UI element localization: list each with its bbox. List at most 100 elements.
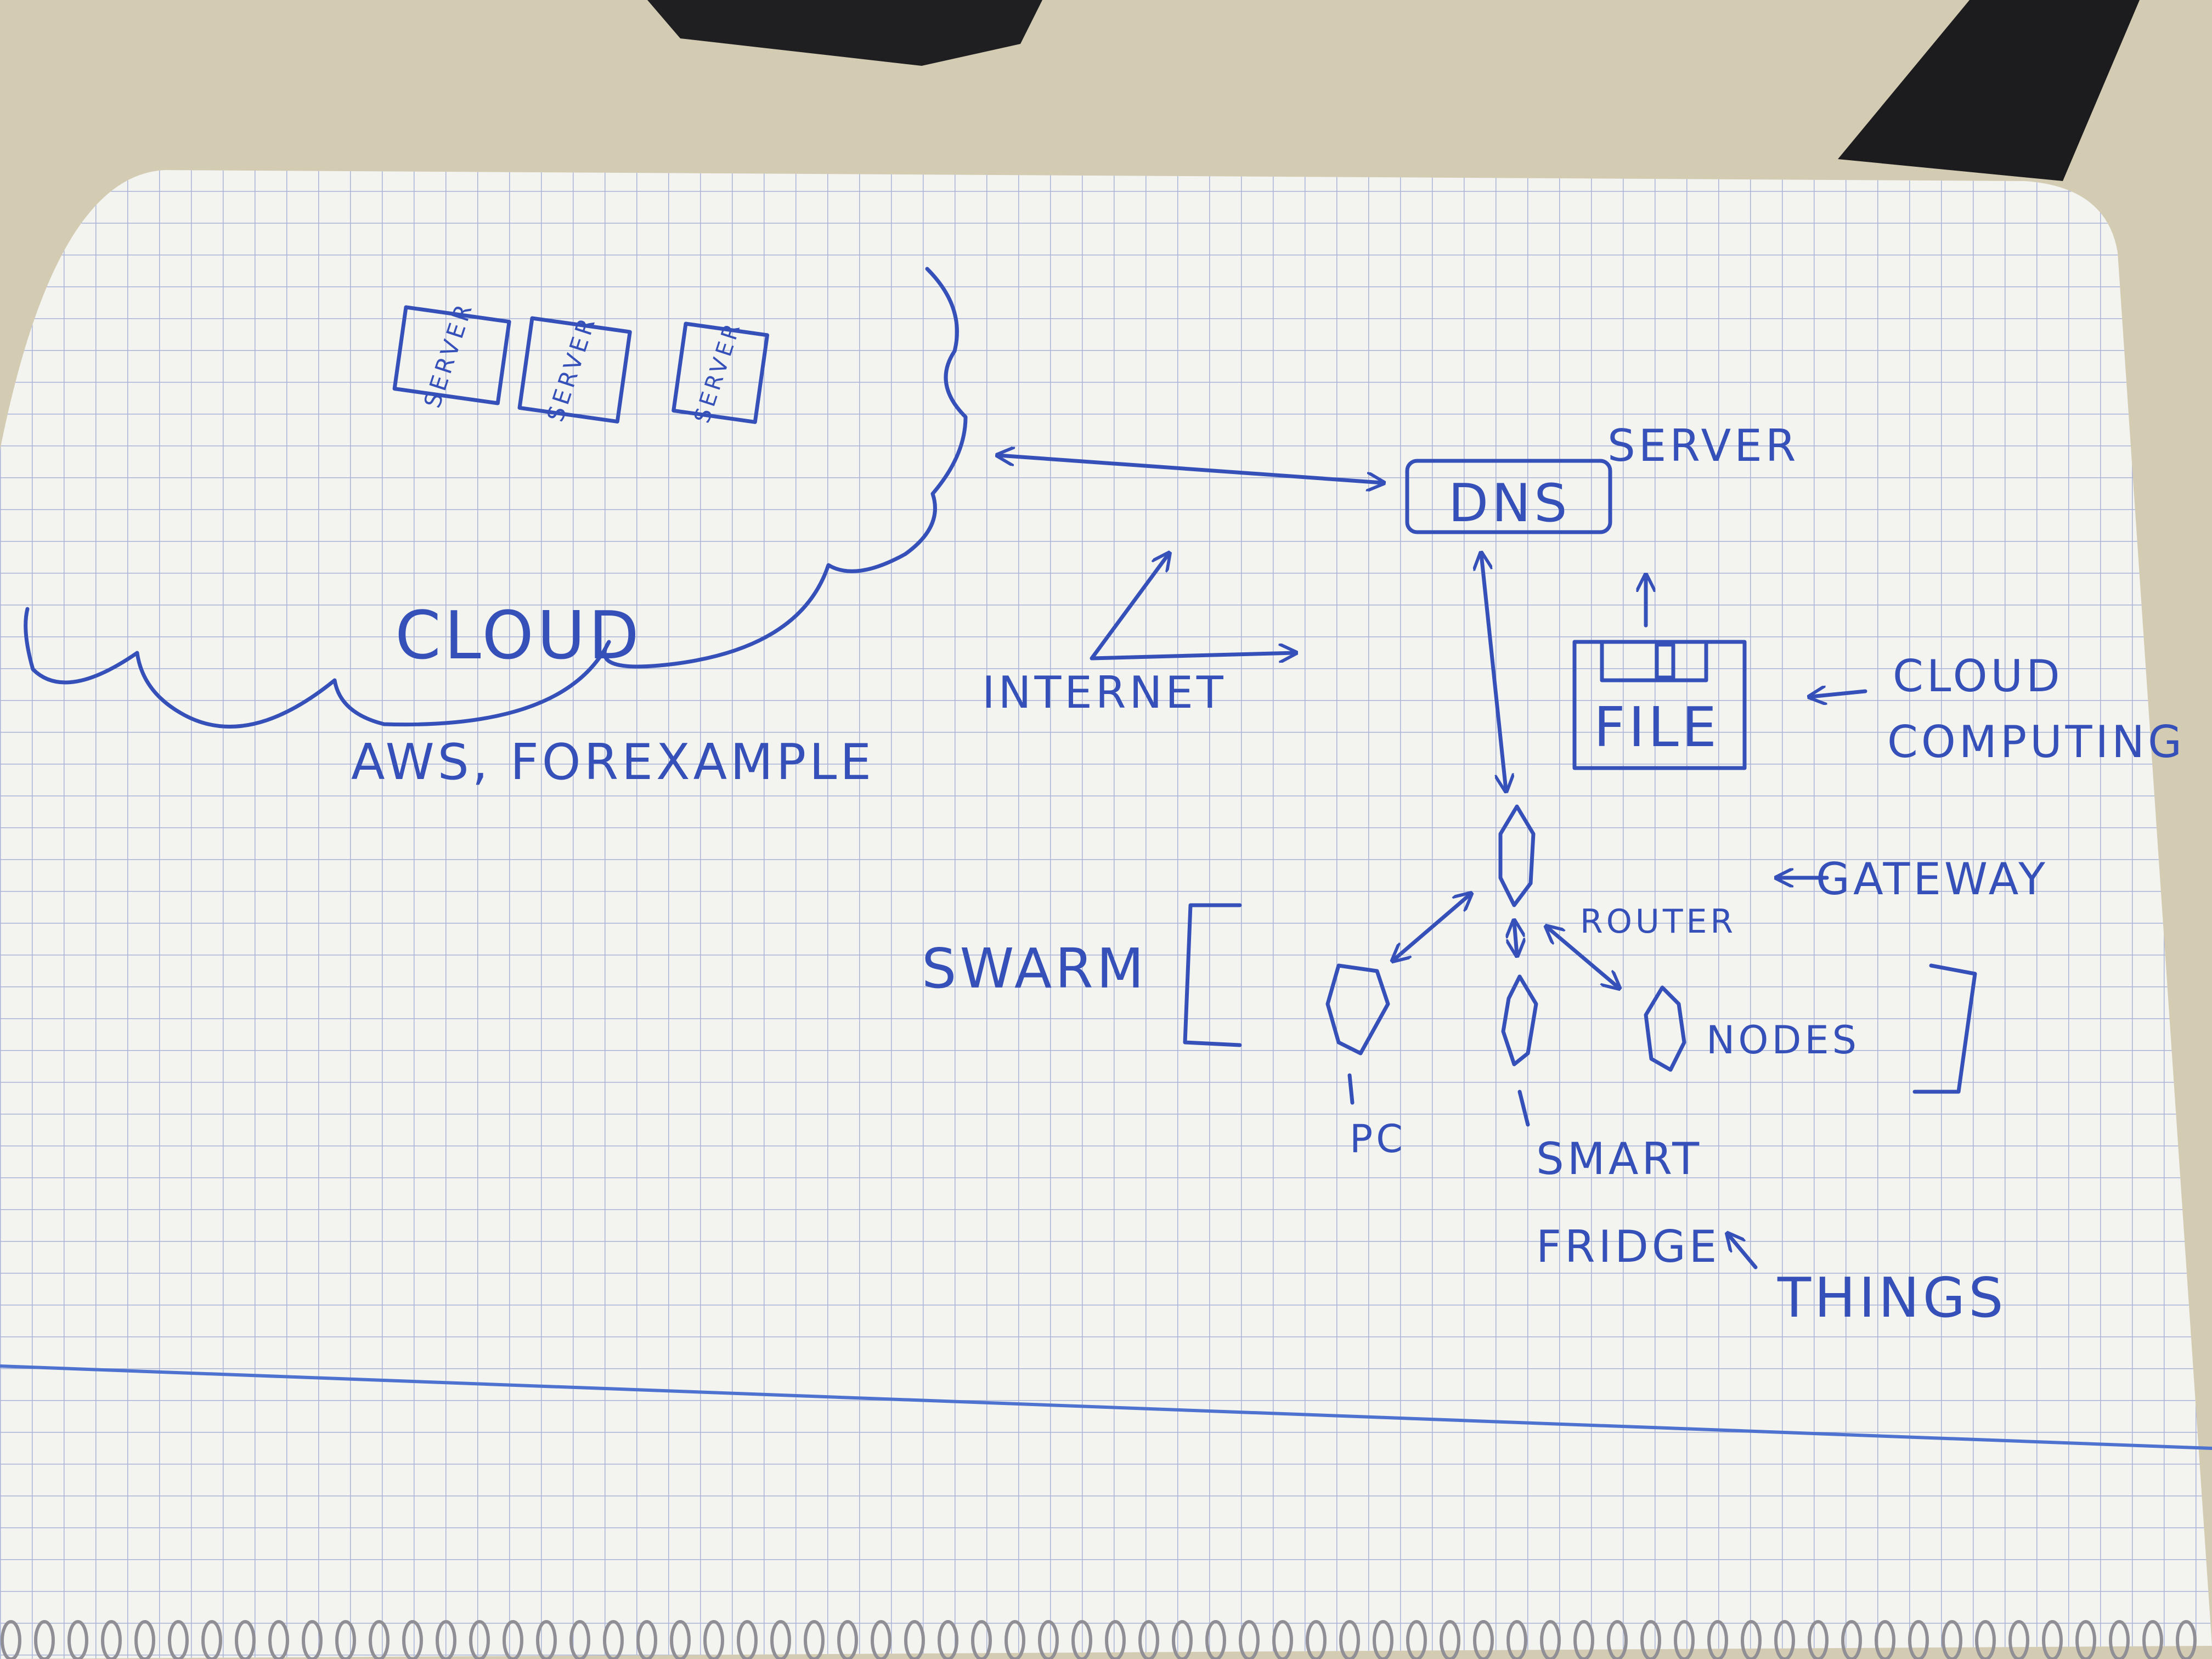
spiral-ring (1640, 1620, 1661, 1659)
pc-label: PC (1350, 1116, 1406, 1161)
gateway-label: GATEWAY (1816, 854, 2049, 905)
gateway-node-icon (1498, 804, 1536, 907)
spiral-ring (1573, 1620, 1594, 1659)
spiral-ring (67, 1620, 88, 1659)
spiral-ring (335, 1620, 356, 1659)
swarm-bracket-right (1912, 963, 1977, 1094)
spiral-binding (1, 1620, 2197, 1659)
cloud-dns-link (998, 455, 1383, 483)
cloud-caption: AWS, FOREXAMPLE (351, 733, 874, 791)
spiral-ring (235, 1620, 256, 1659)
spiral-ring (938, 1620, 958, 1659)
spiral-ring (670, 1620, 691, 1659)
cloud-label: CLOUD (395, 598, 642, 674)
file-label: FILE (1594, 695, 1720, 759)
page-margin-line (0, 1364, 2212, 1450)
router-label: ROUTER (1580, 902, 1736, 941)
spiral-ring (2075, 1620, 2096, 1659)
spiral-ring (1272, 1620, 1293, 1659)
spiral-ring (34, 1620, 55, 1659)
spiral-ring (302, 1620, 323, 1659)
spiral-ring (1841, 1620, 1862, 1659)
dns-box (1405, 459, 1612, 534)
spiral-ring (971, 1620, 992, 1659)
spiral-ring (636, 1620, 657, 1659)
cloud-computing-arrow (1810, 691, 1867, 697)
cloud-outline (24, 267, 968, 729)
spiral-ring (1005, 1620, 1025, 1659)
black-bar (1838, 0, 2140, 181)
spiral-ring (1105, 1620, 1126, 1659)
grid-paper (0, 170, 2212, 1659)
spiral-ring (1741, 1620, 1762, 1659)
spiral-ring (1172, 1620, 1193, 1659)
spiral-ring (1239, 1620, 1260, 1659)
spiral-ring (1373, 1620, 1393, 1659)
dns-server-annotation: SERVER (1607, 420, 1799, 471)
spiral-ring (804, 1620, 825, 1659)
fridge-label: FRIDGE (1536, 1221, 1720, 1272)
spiral-ring (1440, 1620, 1460, 1659)
spiral-ring (1808, 1620, 1829, 1659)
dns-label: DNS (1448, 473, 1571, 534)
spiral-ring (201, 1620, 222, 1659)
swarm-label: SWARM (922, 936, 1147, 1001)
spiral-ring (1975, 1620, 1996, 1659)
router-pc-link (1393, 894, 1470, 960)
nodes-label: NODES (1706, 1018, 1860, 1063)
spiral-ring (1942, 1620, 1962, 1659)
spiral-ring (737, 1620, 758, 1659)
spiral-ring (703, 1620, 724, 1659)
dns-gateway-link (1481, 554, 1506, 790)
pc-node-icon (1325, 963, 1390, 1056)
spiral-ring (503, 1620, 523, 1659)
spiral-ring (1875, 1620, 1895, 1659)
internet-axes-icon (1090, 554, 1295, 658)
spiral-ring (770, 1620, 791, 1659)
spiral-ring (1038, 1620, 1059, 1659)
spiral-ring (268, 1620, 289, 1659)
spiral-ring (1, 1620, 21, 1659)
spiral-ring (904, 1620, 925, 1659)
spiral-ring (569, 1620, 590, 1659)
spiral-ring (168, 1620, 189, 1659)
cloud-computing-label-2: COMPUTING (1887, 716, 2185, 768)
spiral-ring (1908, 1620, 1929, 1659)
spiral-ring (1339, 1620, 1360, 1659)
nodes-node-icon (1644, 985, 1686, 1072)
things-arrow (1728, 1234, 1758, 1269)
smart-label: SMART (1536, 1133, 1702, 1184)
spiral-ring (2142, 1620, 2163, 1659)
spiral-ring (1540, 1620, 1561, 1659)
dark-object (647, 0, 1042, 66)
fridge-pointer (1517, 1090, 1530, 1127)
spiral-ring (536, 1620, 557, 1659)
spiral-ring (1071, 1620, 1092, 1659)
spiral-ring (2176, 1620, 2197, 1659)
spiral-ring (1306, 1620, 1327, 1659)
spiral-ring (1205, 1620, 1226, 1659)
things-label: THINGS (1777, 1266, 2007, 1330)
spiral-ring (1607, 1620, 1628, 1659)
spiral-ring (2008, 1620, 2029, 1659)
cloud-computing-label-1: CLOUD (1893, 651, 2063, 702)
internet-label: INTERNET (982, 667, 1227, 718)
spiral-ring (469, 1620, 490, 1659)
spiral-ring (1506, 1620, 1527, 1659)
file-floppy-icon (1572, 640, 1747, 770)
spiral-ring (436, 1620, 456, 1659)
spiral-ring (871, 1620, 891, 1659)
spiral-ring (2109, 1620, 2130, 1659)
spiral-ring (837, 1620, 858, 1659)
fridge-node-icon (1501, 974, 1538, 1066)
spiral-ring (369, 1620, 390, 1659)
spiral-ring (603, 1620, 624, 1659)
spiral-ring (1473, 1620, 1494, 1659)
router-nodes-link (1547, 927, 1618, 988)
spiral-ring (2042, 1620, 2063, 1659)
spiral-ring (1674, 1620, 1695, 1659)
spiral-ring (1707, 1620, 1728, 1659)
swarm-bracket-left (1183, 903, 1242, 1047)
pc-pointer (1347, 1073, 1355, 1105)
